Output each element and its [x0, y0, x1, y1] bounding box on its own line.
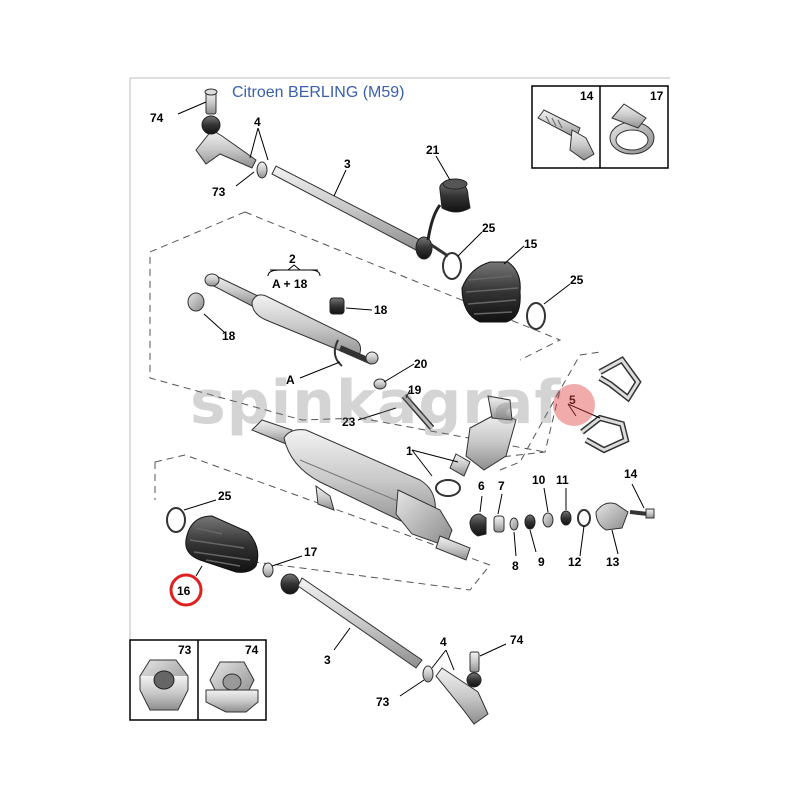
bellows-bottom-16: [185, 515, 259, 573]
callout-4-top: 4: [254, 115, 261, 129]
yoke-plug-6: [469, 513, 487, 537]
inset-bottom: 73 74: [129, 639, 267, 721]
inset-top: 14 17: [531, 85, 669, 169]
power-cylinder: [204, 273, 379, 367]
callout-18-a: 18: [374, 303, 388, 317]
clip-ring-top: [442, 252, 462, 280]
dust-cap: [426, 178, 471, 241]
callout-16-highlight: [169, 573, 203, 607]
callout-11: 11: [556, 473, 569, 487]
callout-19: 19: [408, 383, 422, 397]
lock-nut-top: [256, 161, 268, 179]
callout-18-b: 18: [222, 329, 236, 343]
callout-25-c: 25: [218, 489, 232, 503]
bush-18-right: [329, 297, 345, 315]
callout-15: 15: [524, 237, 538, 251]
callout-20: 20: [414, 357, 428, 371]
bellows-top: [461, 261, 521, 323]
diagram-title: Citroen BERLING (M59): [232, 84, 405, 101]
callout-3-bottom: 3: [324, 653, 331, 667]
callout-74-top: 74: [150, 111, 164, 125]
clip-17: [262, 562, 274, 578]
washer-11: [560, 510, 572, 526]
callout-17: 17: [304, 545, 318, 559]
screw-14: [629, 508, 655, 519]
callout-13: 13: [606, 555, 620, 569]
callout-21: 21: [426, 143, 440, 157]
callout-14: 14: [624, 467, 638, 481]
callout-3-top: 3: [344, 157, 351, 171]
bush-18-left: [187, 292, 205, 312]
callout-16: 16: [177, 584, 191, 598]
washer-9: [524, 514, 536, 530]
inner-tie-rod-bottom: [280, 573, 423, 669]
oring-12: [577, 509, 591, 527]
callout-23: 23: [342, 415, 356, 429]
callout-73-top: 73: [212, 185, 226, 199]
washer-8: [509, 517, 519, 531]
callout-73-bottom: 73: [376, 695, 390, 709]
clip-ring-mid: [526, 302, 546, 330]
seal-ring-1: [435, 479, 461, 497]
callout-74-bottom: 74: [510, 633, 524, 647]
hex-nut-icon: [139, 659, 189, 711]
callout-4-bottom: 4: [440, 635, 447, 649]
clamp-icon: [609, 103, 655, 155]
inset-bottom-label-left: 73: [178, 643, 192, 657]
callout-8: 8: [512, 559, 519, 573]
callout-25-a: 25: [482, 221, 496, 235]
subassembly-label: A + 18: [272, 277, 308, 291]
callout-25-b: 25: [570, 273, 584, 287]
dashed-group-outlines: [149, 211, 601, 591]
washer-10: [542, 512, 554, 528]
lock-nut-bottom: [422, 665, 434, 683]
yoke-spring-7: [493, 515, 505, 533]
callout-6: 6: [478, 479, 485, 493]
leader-lines: [177, 101, 645, 697]
clip-ring-bottom: [166, 507, 186, 533]
subassembly-brace: [267, 264, 321, 277]
steering-rack-housing: [251, 419, 471, 561]
callout-5: 5: [569, 393, 576, 407]
valve-body: [449, 395, 517, 477]
callout-9: 9: [538, 555, 545, 569]
callout-2: 2: [289, 252, 296, 266]
callout-12: 12: [568, 555, 582, 569]
callout-A: A: [286, 373, 295, 387]
watermark: spinkagraf: [190, 368, 562, 438]
inner-tie-rod-top: [271, 165, 449, 260]
callout-1: 1: [406, 444, 413, 458]
tie-rod-end-top: [195, 88, 257, 169]
connector-20: [373, 378, 387, 390]
bolt-19: [401, 394, 435, 430]
tie-rod-end-bottom: [435, 651, 489, 725]
inset-bottom-label-right: 74: [245, 643, 259, 657]
callout-7: 7: [498, 479, 505, 493]
inset-top-label-right: 17: [650, 89, 664, 103]
cover-13: [595, 502, 629, 531]
inset-top-label-left: 14: [580, 89, 594, 103]
watermark-dot: [553, 384, 595, 426]
callout-10: 10: [532, 473, 546, 487]
pipes-5: [580, 356, 642, 454]
flanged-nut-icon: [205, 661, 259, 713]
bolt-icon: [537, 109, 595, 161]
